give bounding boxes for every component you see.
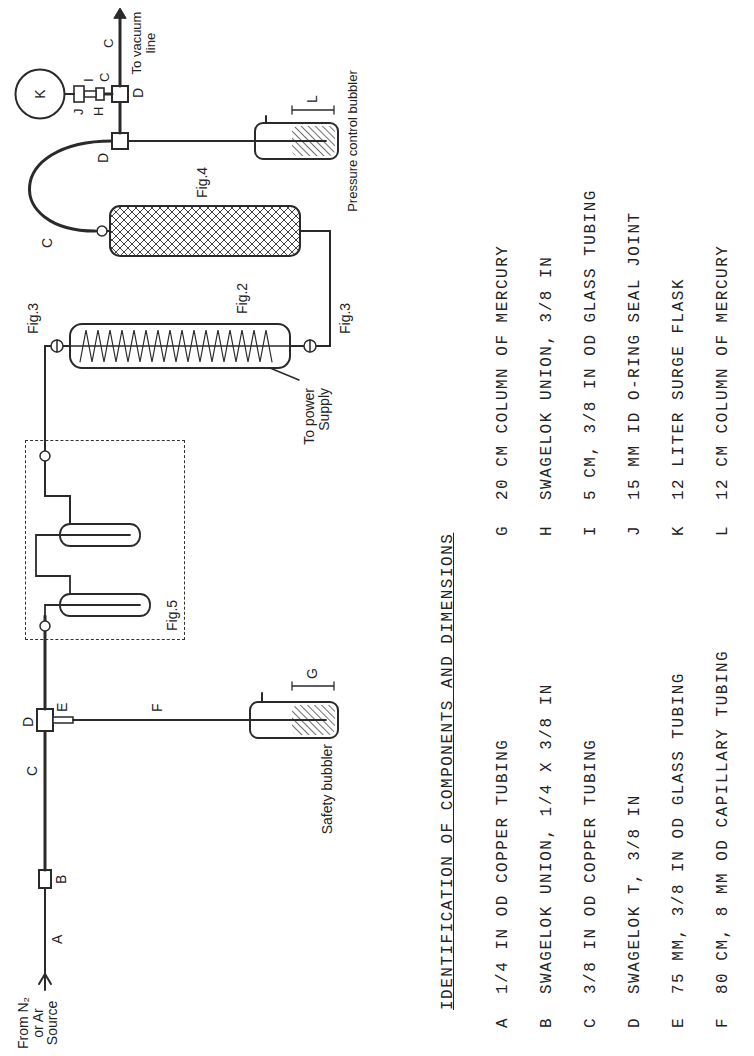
callout-letter: F <box>150 703 165 712</box>
callout-letter: D <box>131 88 146 98</box>
callout-letter: C <box>98 73 112 82</box>
table-cell: B <box>539 1017 556 1028</box>
figure-region: Fig.5 <box>25 440 185 640</box>
table-cell: F <box>715 1017 732 1028</box>
ball-joint <box>97 226 107 236</box>
copper-tubing <box>104 93 112 96</box>
table-cell: H <box>539 525 556 536</box>
table-cell: K <box>671 525 688 536</box>
part-name: To power Supply <box>302 388 331 458</box>
callout-letter: C <box>102 39 116 48</box>
figure-label: Fig.4 <box>195 167 210 198</box>
callout-letter: D <box>21 717 36 727</box>
callout-letter: C <box>25 766 40 776</box>
stopcock <box>51 340 63 352</box>
column-tube <box>70 345 290 347</box>
table-cell: 80 CM, 8 MM OD CAPILLARY TUBING <box>715 650 732 994</box>
outlet-stub <box>261 693 263 702</box>
copper-tubing <box>44 731 47 870</box>
source-note: From N₂ or Ar Source <box>16 994 60 1052</box>
flow-arrow <box>39 974 51 984</box>
table-cell: 3/8 IN OD COPPER TUBING <box>583 739 600 994</box>
glass-line <box>45 346 70 524</box>
callout-letter: D <box>96 153 111 163</box>
dimension-bracket <box>292 682 334 690</box>
power-lead <box>270 368 299 380</box>
flask-outline <box>16 70 65 119</box>
table-cell: SWAGELOK UNION, 1/4 X 3/8 IN <box>539 683 556 994</box>
tee-fitting <box>112 133 128 149</box>
trap-inlet <box>60 534 130 536</box>
table-cell: A <box>495 1017 512 1028</box>
table-cell: I <box>583 525 600 536</box>
tee-fitting <box>112 86 128 102</box>
copper-tubing <box>29 141 112 231</box>
ball-joint <box>40 451 50 461</box>
part-name: Pressure control bubbler <box>346 56 360 226</box>
flow-arrow <box>114 8 126 18</box>
union-fitting <box>96 88 104 100</box>
copper-tubing <box>119 16 122 86</box>
outlet-stub <box>265 116 267 123</box>
table-cell: D <box>627 1017 644 1028</box>
table-cell: SWAGELOK T, 3/8 IN <box>627 794 644 994</box>
ball-joint <box>40 621 50 631</box>
callout-letter: E <box>55 703 70 712</box>
part-name: To vacuum line <box>130 8 157 78</box>
cold-trap <box>60 524 140 546</box>
table-cell: G <box>495 525 512 536</box>
figure-label: Fig.5 <box>164 600 180 631</box>
table-cell: J <box>627 525 644 536</box>
table-cell: L <box>715 525 732 536</box>
table-cell: 5 CM, 3/8 IN OD GLASS TUBING <box>583 189 600 500</box>
table-cell: 12 CM COLUMN OF MERCURY <box>715 245 732 500</box>
table-cell: E <box>671 1017 688 1028</box>
callout-letter: B <box>54 875 69 884</box>
capillary-tubing <box>73 719 326 721</box>
callout-letter: L <box>305 95 320 103</box>
table-cell: 75 MM, 3/8 IN OD GLASS TUBING <box>671 672 688 994</box>
table-cell: 15 MM ID O-RING SEAL JOINT <box>627 211 644 500</box>
figure-label: Fig.3 <box>26 303 41 334</box>
callout-letter: J <box>72 109 86 116</box>
callout-letter: C <box>40 238 55 248</box>
tee-fitting <box>37 709 53 731</box>
callout-letter: G <box>305 668 320 679</box>
table-cell: 20 CM COLUMN OF MERCURY <box>495 245 512 500</box>
table-cell: SWAGELOK UNION, 3/8 IN <box>539 256 556 500</box>
copper-tubing <box>119 102 122 133</box>
o-ring-joint <box>74 86 84 102</box>
callout-letter: K <box>32 89 48 98</box>
figure-label: Fig.2 <box>235 283 250 314</box>
table-heading: IDENTIFICATION OF COMPONENTS AND DIMENSI… <box>440 533 457 1010</box>
surge-flask: K <box>14 68 66 120</box>
callout-letter: A <box>50 935 65 944</box>
union-fitting <box>39 870 51 888</box>
dimension-bracket <box>292 106 334 114</box>
figure-label: Fig.3 <box>338 303 353 334</box>
packed-column <box>110 206 300 256</box>
stopcock-handle <box>56 340 58 352</box>
stopcock <box>304 340 316 352</box>
table-cell: 12 LITER SURGE FLASK <box>671 278 688 500</box>
glass-tubing <box>53 717 73 723</box>
dip-tube <box>128 140 326 142</box>
table-cell: C <box>583 1017 600 1028</box>
heated-column <box>70 324 290 368</box>
glass-tubing <box>84 91 96 97</box>
callout-letter: H <box>92 107 106 116</box>
part-name: Safety bubbler <box>320 744 335 860</box>
flask-neck <box>65 93 74 95</box>
stopcock-handle <box>309 340 311 352</box>
callout-letter: I <box>82 78 96 82</box>
trap-inlet <box>45 605 140 616</box>
table-cell: 1/4 IN OD COPPER TUBING <box>495 739 512 994</box>
